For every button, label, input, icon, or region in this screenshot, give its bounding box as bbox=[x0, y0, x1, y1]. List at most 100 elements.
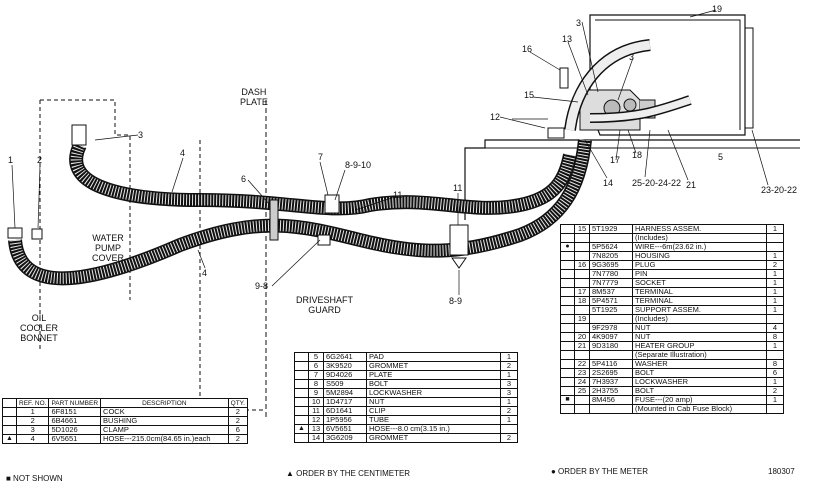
callout-15: 15 bbox=[524, 90, 535, 100]
table-row: (Mounted in Cab Fuse Block) bbox=[560, 404, 784, 414]
hose-lower-inner bbox=[9, 139, 591, 284]
callout-8-9: 8-9 bbox=[449, 296, 463, 306]
oil-cooler-bonnet-label: OIL COOLER BONNET bbox=[20, 313, 58, 343]
callout-2: 2 bbox=[37, 155, 43, 165]
row-mark bbox=[294, 388, 309, 398]
grommet-14 bbox=[547, 127, 565, 139]
row-part: 5T1929 bbox=[589, 224, 633, 234]
row-part: 8M456 bbox=[589, 395, 633, 405]
row-mark: ■ bbox=[560, 395, 575, 405]
mark-header bbox=[2, 398, 17, 408]
callout-12: 12 bbox=[490, 112, 501, 122]
row-ref: 15 bbox=[574, 224, 590, 234]
row-mark bbox=[560, 377, 575, 387]
row-desc: NUT bbox=[632, 323, 767, 333]
row-mark bbox=[560, 305, 575, 315]
heater-box-inner bbox=[595, 19, 741, 130]
row-mark bbox=[560, 233, 575, 243]
cock-left bbox=[7, 227, 23, 239]
row-mark bbox=[560, 341, 575, 351]
row-desc: LOCKWASHER bbox=[366, 388, 501, 398]
row-qty: 1 bbox=[766, 224, 784, 234]
row-ref bbox=[574, 242, 590, 252]
driveshaft-guard-label: DRIVESHAFT GUARD bbox=[296, 295, 353, 315]
bushing-left bbox=[31, 228, 43, 240]
row-mark bbox=[2, 407, 17, 417]
heater-grille bbox=[744, 27, 754, 129]
row-mark: ▲ bbox=[294, 424, 309, 434]
row-mark bbox=[560, 386, 575, 396]
row-part bbox=[589, 404, 633, 414]
dsg-line2: GUARD bbox=[308, 305, 341, 315]
row-part: 9D3180 bbox=[589, 341, 633, 351]
row-mark bbox=[560, 296, 575, 306]
row-mark bbox=[560, 332, 575, 342]
row-mark bbox=[294, 415, 309, 425]
row-mark bbox=[294, 433, 309, 443]
callout-8-9-10: 8-9-10 bbox=[345, 160, 372, 170]
row-mark bbox=[294, 397, 309, 407]
note-not-shown: ■ NOT SHOWN bbox=[6, 474, 63, 483]
ocb-line2: COOLER bbox=[20, 323, 59, 333]
clip-1 bbox=[324, 194, 340, 214]
row-mark bbox=[560, 359, 575, 369]
row-mark bbox=[2, 425, 17, 435]
row-ref: 19 bbox=[574, 314, 590, 324]
row-ref bbox=[574, 404, 590, 414]
ocb-line1: OIL bbox=[31, 313, 47, 323]
row-mark bbox=[560, 251, 575, 261]
row-mark bbox=[560, 314, 575, 324]
callout-14: 14 bbox=[603, 178, 614, 188]
row-ref: 18 bbox=[574, 296, 590, 306]
row-mark bbox=[294, 361, 309, 371]
row-mark bbox=[560, 269, 575, 279]
water-pump-cover-label: WATER PUMP COVER bbox=[92, 233, 124, 263]
callout-23-20-22: 23-20-22 bbox=[761, 185, 798, 195]
row-mark bbox=[294, 379, 309, 389]
callout-18: 18 bbox=[632, 150, 643, 160]
row-mark bbox=[560, 350, 575, 360]
callout-13: 13 bbox=[562, 34, 573, 44]
row-qty: 1 bbox=[500, 415, 518, 425]
row-ref: 16 bbox=[574, 260, 590, 270]
cock-upper bbox=[71, 124, 87, 146]
ocb-line3: BONNET bbox=[20, 333, 58, 343]
callout-21: 21 bbox=[686, 180, 697, 190]
row-mark bbox=[2, 416, 17, 426]
row-qty: 1 bbox=[766, 341, 784, 351]
row-qty: 1 bbox=[766, 395, 784, 405]
callout-1: 1 bbox=[8, 155, 14, 165]
row-mark bbox=[560, 404, 575, 414]
callout-3a: 3 bbox=[138, 130, 144, 140]
callout-6: 6 bbox=[241, 174, 247, 184]
row-mark: ● bbox=[560, 242, 575, 252]
row-desc: (Includes) bbox=[632, 314, 767, 324]
callout-17: 17 bbox=[610, 155, 621, 165]
row-mark: ▲ bbox=[2, 434, 17, 444]
row-ref: 25 bbox=[574, 386, 590, 396]
bolt-symbol bbox=[451, 257, 467, 269]
row-desc: (Mounted in Cab Fuse Block) bbox=[632, 404, 767, 414]
row-part: 5T1925 bbox=[589, 305, 633, 315]
dsg-line1: DRIVESHAFT bbox=[296, 295, 354, 305]
row-mark bbox=[560, 287, 575, 297]
callout-4a: 4 bbox=[180, 148, 186, 158]
row-qty: 2 bbox=[500, 433, 518, 443]
harness-16 bbox=[559, 67, 569, 89]
callout-4b: 4 bbox=[202, 268, 208, 278]
callout-11a: 11 bbox=[393, 190, 403, 200]
wpc-line2: PUMP bbox=[95, 243, 122, 253]
row-desc: NUT bbox=[366, 397, 501, 407]
row-ref bbox=[574, 269, 590, 279]
dash-plate-label: DASH PLATE bbox=[240, 87, 268, 107]
callout-25-20-24-22: 25-20-24-22 bbox=[632, 178, 682, 188]
row-qty: 2 bbox=[227, 434, 249, 444]
